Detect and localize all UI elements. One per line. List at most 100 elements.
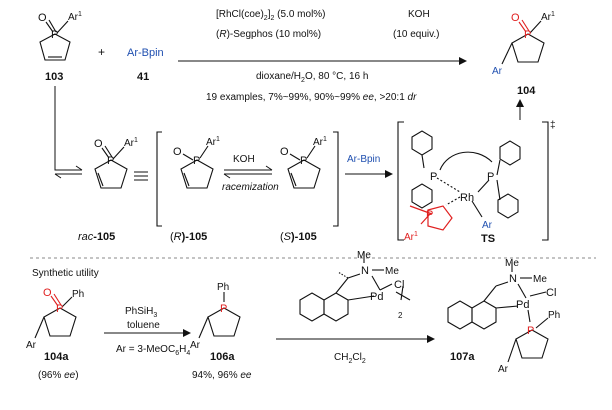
enantiomer-bracket	[156, 131, 339, 227]
racemization-arrows	[223, 165, 273, 179]
c107a-naph-ring2	[471, 300, 497, 330]
ts-backbone	[439, 151, 493, 171]
ts-rh: Rh	[460, 192, 474, 204]
c107a-cl: Cl	[546, 287, 556, 299]
cond-base-equiv: (10 equiv.)	[393, 29, 440, 40]
c107a-ph: Ph	[548, 310, 560, 321]
ts-p-rh-bond	[436, 177, 461, 193]
rac-label: -105	[93, 231, 115, 243]
pd-ch-bond	[335, 277, 349, 294]
ar-def-a: Ar = 3-MeOC	[116, 344, 175, 355]
ar1-r105-sup: 1	[216, 136, 220, 143]
ts-rh-ar-bond	[471, 200, 483, 218]
svg-text:Ar1: Ar1	[68, 11, 82, 23]
po-bond2-rac105	[104, 145, 113, 158]
ar-104a: Ar	[26, 340, 37, 351]
ts-structure	[411, 130, 521, 219]
compound-103	[39, 19, 71, 61]
r-label: )-105	[182, 231, 208, 243]
ar1-s105-sup: 1	[323, 136, 327, 143]
ts-reagent-arbpin: Ar-Bpin	[347, 154, 380, 165]
equilibrium-arrow-rac	[54, 120, 83, 179]
c107a-ar: Ar	[498, 364, 509, 375]
ts-p2-rh-bond	[477, 179, 490, 193]
ts-phenyl-bottom-right	[497, 193, 519, 219]
koh-label: KOH	[233, 154, 255, 165]
rac-prefix: rac	[78, 231, 94, 243]
c107a-c-ar-bond	[507, 338, 517, 363]
s-label: )-105	[291, 231, 317, 243]
label-104a: 104a	[44, 351, 69, 363]
oxygen-104a: O	[43, 287, 52, 299]
c107a-phospholane	[515, 329, 549, 359]
c107a-p: P	[527, 325, 534, 337]
ar-def-b: H	[179, 344, 186, 355]
compound-107a	[447, 262, 549, 363]
compound-106a	[198, 292, 241, 339]
label-103: 103	[45, 71, 63, 83]
label-106a: 106a	[210, 351, 235, 363]
ts-phenyl-lower	[411, 183, 433, 209]
ar1-r105-text: Ar	[206, 137, 217, 148]
label-s105: (S)-105	[280, 231, 317, 243]
reduction-reagent-a: PhSiH	[125, 306, 153, 317]
pd-ch-me-bond	[337, 271, 349, 279]
compound-104	[501, 19, 545, 65]
c-ar-bond-104a	[34, 316, 45, 339]
pd-me-right: Me	[385, 266, 399, 277]
reduction-reagent: PhSiH3	[125, 306, 157, 319]
compound-104a	[34, 293, 77, 339]
cond-base: KOH	[408, 9, 430, 20]
oxygen-rac105: O	[94, 138, 103, 150]
oxygen-103: O	[38, 12, 47, 24]
compound-rac-105	[94, 145, 128, 189]
po-bond2-103	[48, 19, 57, 33]
plus-sign: +	[98, 45, 105, 59]
cond-solvent-sub: 2	[301, 77, 305, 84]
label-104: 104	[517, 85, 536, 97]
equivalence-sign	[134, 171, 148, 181]
label-41: 41	[137, 71, 149, 83]
ar1-rac105: Ar1	[124, 137, 138, 149]
yield-106a-b: ee	[240, 370, 252, 381]
c107a-pd-cl-bond	[529, 291, 547, 297]
pd-c-pd-bond	[347, 295, 375, 301]
double-bond-r105	[183, 172, 190, 187]
ee-104a-a: (96%	[38, 370, 64, 381]
cond-scope: 19 examples, 7%~99%, 90%~99% ee, >20:1 d…	[206, 92, 417, 103]
ring-104a	[43, 307, 77, 337]
ring-r105	[180, 159, 214, 189]
ar1-r105: Ar1	[206, 136, 220, 148]
ts-p-right: P	[487, 171, 494, 183]
harpoon-forward	[54, 120, 83, 171]
ring-106a	[207, 307, 241, 337]
cond-cat-sub2: 2	[270, 15, 274, 22]
c107a-pd-p-bond	[527, 309, 531, 323]
ts-label: TS	[481, 233, 495, 245]
ar1-s105: Ar1	[313, 136, 327, 148]
p-ar-bond-r105	[199, 145, 209, 159]
ring-rac105	[94, 159, 128, 189]
po-bond2-104a	[53, 293, 62, 306]
cond-cat-sub1: 2	[264, 15, 268, 22]
phosphorus-104a: P	[56, 303, 63, 315]
c107a-cn-bond	[495, 281, 509, 287]
phosphorus-r105: P	[193, 155, 200, 167]
pd-atom: Pd	[370, 291, 383, 303]
ts-rh-alkene	[445, 196, 461, 206]
double-bond-s105	[290, 172, 297, 187]
c107a-n-pd-bond	[517, 283, 527, 299]
ar1-104-sup: 1	[551, 11, 555, 18]
ar1-104-text: Ar	[541, 12, 552, 23]
ts-substrate-bond	[420, 213, 431, 225]
cond-ligand-r: R	[219, 29, 226, 40]
pd-solvent-sub1: 2	[348, 358, 352, 365]
ts-p-left: P	[430, 171, 437, 183]
cond-cat-mid: ]	[268, 9, 271, 20]
phosphorus-rac105: P	[107, 155, 114, 167]
s-prefix: (	[280, 231, 284, 243]
ph-106a: Ph	[217, 282, 229, 293]
ar-def-sub1: 6	[175, 350, 179, 357]
ee-104a-b: ee	[64, 370, 76, 381]
pd-naph-ring2	[323, 292, 349, 322]
